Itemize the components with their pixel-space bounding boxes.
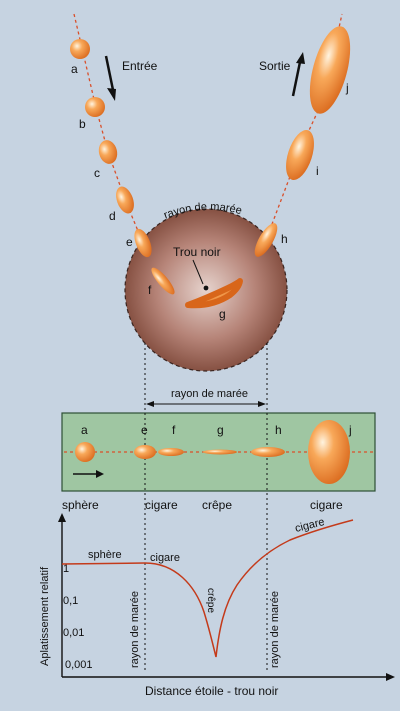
- star-h: [254, 223, 278, 257]
- entry-label: Entrée: [122, 59, 158, 73]
- shape-label-cigare-e: cigare: [145, 498, 178, 512]
- star-e: [134, 228, 152, 258]
- entry-arrowhead: [107, 88, 116, 101]
- chart-y-axis-title: Aplatissement relatif: [39, 566, 51, 666]
- star-b: [85, 97, 105, 117]
- flattening-curve: [61, 519, 354, 658]
- stage-label-a: a: [71, 62, 78, 76]
- chart-y-tick-3: 0,01: [63, 627, 84, 639]
- black-hole: [203, 285, 209, 291]
- black-hole-label: Trou noir: [173, 245, 221, 259]
- entry-arrow: [104, 55, 115, 91]
- chart-y-tick-1: 1: [63, 563, 69, 575]
- stage-label-f: f: [148, 283, 152, 297]
- stage-label-i: i: [316, 164, 319, 178]
- strip-label-a: a: [81, 423, 88, 437]
- strip-star-e: [134, 445, 156, 459]
- strip-star-g: [203, 449, 237, 455]
- curve-label-sphere: sphère: [88, 549, 122, 561]
- shape-label-cigare-j: cigare: [310, 498, 343, 512]
- curve-label-crepe: crêpe: [205, 588, 216, 613]
- curve-label-cigare-left: cigare: [150, 552, 180, 564]
- strip-label-h: h: [275, 423, 282, 437]
- star-d: [116, 186, 134, 214]
- star-g-crepe: [185, 278, 243, 309]
- strip-star-f: [158, 448, 184, 456]
- strip-label-f: f: [172, 423, 176, 437]
- strip-star-j: [308, 420, 350, 484]
- exit-arrow: [291, 61, 302, 97]
- strip-star-a: [75, 442, 95, 462]
- chart-x-axis-title: Distance étoile - trou noir: [145, 684, 278, 698]
- black-hole-pointer: [192, 259, 204, 285]
- stage-label-j: j: [345, 81, 349, 95]
- strip-label-e: e: [141, 423, 148, 437]
- exit-arrowhead: [296, 52, 305, 64]
- chart-tidal-label-right: rayon de marée: [269, 591, 281, 668]
- chart-x-axis-arrowhead: [386, 673, 395, 681]
- chart-y-axis-arrowhead: [58, 513, 66, 522]
- strip-label-g: g: [217, 423, 224, 437]
- stage-label-e: e: [126, 235, 133, 249]
- star-i: [286, 129, 314, 181]
- double-arrow-left-head: [146, 401, 154, 407]
- double-arrow-right-head: [258, 401, 266, 407]
- exit-label: Sortie: [259, 59, 291, 73]
- chart-tidal-label-left: rayon de marée: [129, 591, 141, 668]
- stage-label-b: b: [79, 117, 86, 131]
- stage-label-g: g: [219, 307, 226, 321]
- star-a: [70, 39, 90, 59]
- star-f: [151, 267, 175, 295]
- stage-label-c: c: [94, 166, 100, 180]
- star-j: [309, 26, 351, 114]
- strip-direction-arrowhead: [96, 470, 104, 478]
- chart-y-tick-2: 0,1: [63, 595, 78, 607]
- strip-label-j: j: [348, 423, 352, 437]
- strip-star-h: [251, 447, 285, 457]
- star-c: [98, 140, 118, 164]
- stage-label-d: d: [109, 209, 116, 223]
- stage-label-h: h: [281, 232, 288, 246]
- shape-label-crepe: crêpe: [202, 498, 232, 512]
- chart-y-tick-4: 0,001: [65, 659, 93, 671]
- tidal-radius-middle-label: rayon de marée: [171, 388, 248, 400]
- shape-label-sphere: sphère: [62, 498, 99, 512]
